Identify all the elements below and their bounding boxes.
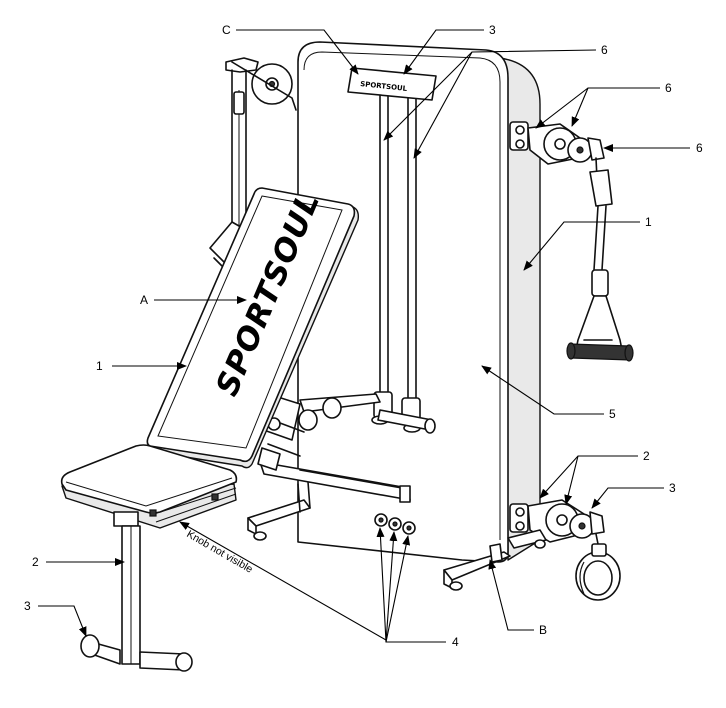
- label-top-6: 6: [601, 43, 608, 57]
- label-left-3: 3: [24, 599, 31, 613]
- label-5: 5: [609, 407, 616, 421]
- triangle-handle: [575, 295, 623, 351]
- label-left-1: 1: [96, 359, 103, 373]
- knob-note: Knob not visible: [185, 528, 255, 576]
- label-left-2: 2: [32, 555, 39, 569]
- right-cable-lower: [509, 499, 621, 601]
- label-C: C: [222, 23, 231, 37]
- label-right-1: 1: [645, 215, 652, 229]
- backrest: [146, 187, 356, 463]
- label-top-3: 3: [489, 23, 496, 37]
- right-cable-upper: [509, 121, 634, 362]
- label-right-6: 6: [696, 141, 703, 155]
- label-upper-right-6: 6: [665, 81, 672, 95]
- main-panel: [297, 41, 509, 563]
- label-A: A: [140, 293, 148, 307]
- label-right-2: 2: [643, 449, 650, 463]
- label-bottom-4: 4: [452, 635, 459, 649]
- label-B: B: [539, 623, 547, 637]
- handle-grip: [569, 343, 631, 361]
- label-right-3: 3: [669, 481, 676, 495]
- main-tower: SPORTSOUL: [297, 41, 541, 563]
- base-frame: [247, 461, 547, 591]
